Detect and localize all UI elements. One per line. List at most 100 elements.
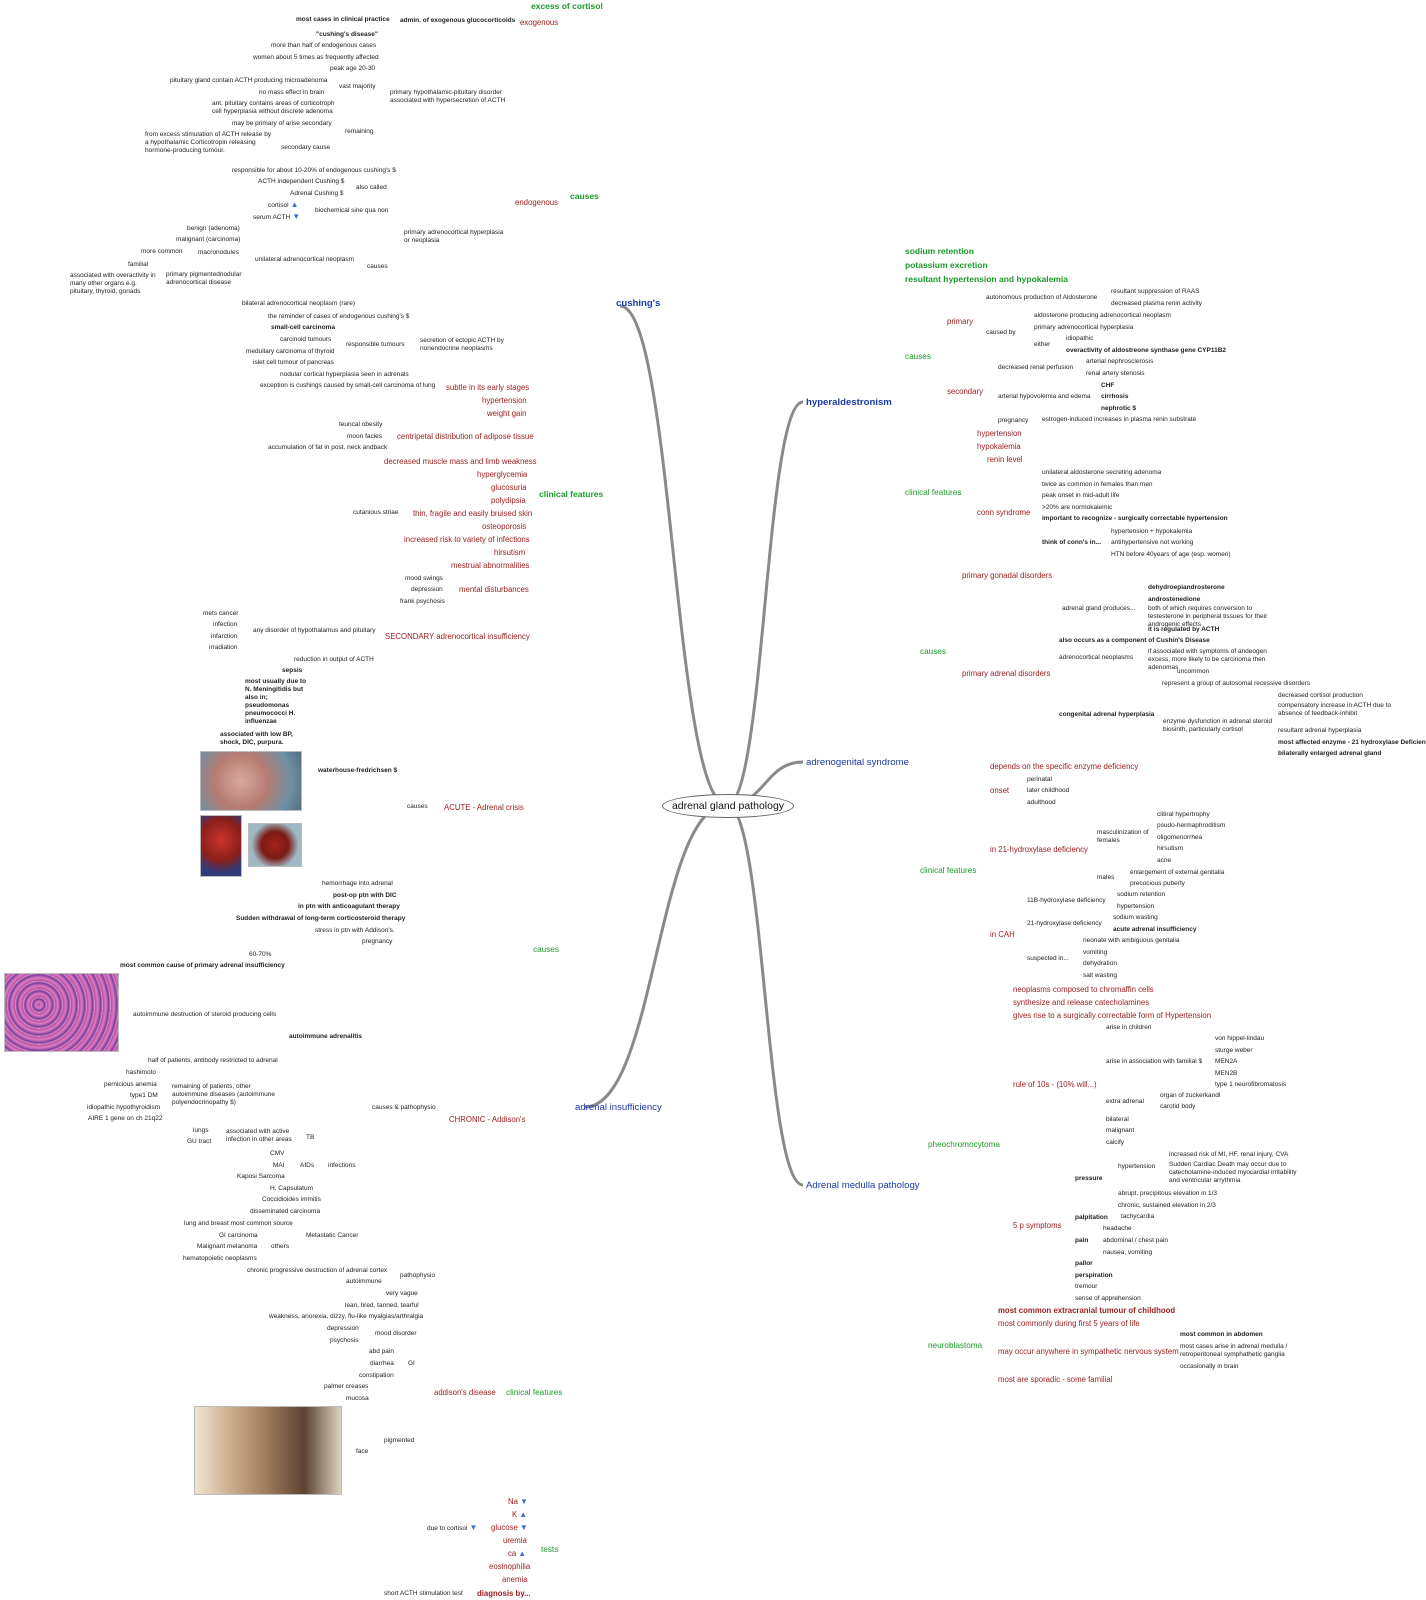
node-others[interactable]: others <box>271 1243 290 1250</box>
node-ppn[interactable]: primary pigmentednodular adrenocortical … <box>166 271 242 286</box>
node-acp[interactable]: abdominal / chest pain <box>1103 1237 1169 1244</box>
node-cah[interactable]: congenital adrenal hyperplasia <box>1059 711 1155 718</box>
node-psh[interactable]: psudo-hermaphroditism <box>1157 822 1226 829</box>
node-lc[interactable]: later childhood <box>1027 787 1070 794</box>
node-acne[interactable]: acne <box>1157 857 1172 864</box>
node-iaw[interactable]: if associated with symptoms of andeogen … <box>1148 648 1267 671</box>
node-aais[interactable]: acute adrenal insufficiency <box>1113 926 1197 933</box>
node-potx[interactable]: potassium excretion <box>905 260 988 270</box>
node-malg[interactable]: malignant <box>1106 1127 1135 1134</box>
node-p20[interactable]: >20% are normokalemic <box>1042 504 1113 511</box>
node-na[interactable]: Na▼ <box>508 1497 528 1506</box>
node-hyp5[interactable]: hypertension <box>1118 1163 1156 1170</box>
node-wa[interactable]: women about 5 times as frequently affect… <box>253 54 379 61</box>
node-tach[interactable]: tachycardia <box>1121 1213 1155 1220</box>
node-preg1[interactable]: pregnancy <box>362 938 393 945</box>
node-anem[interactable]: anemia <box>502 1575 528 1584</box>
node-t1[interactable]: type1 DM <box>130 1092 158 1099</box>
node-cd2[interactable]: centripetal distribution of adipose tiss… <box>397 432 534 441</box>
node-mt[interactable]: more than half of endogenous cases <box>271 42 377 49</box>
node-palm[interactable]: palmer creases <box>324 1383 369 1390</box>
node-p5[interactable]: 5 p symptoms <box>1013 1221 1062 1230</box>
node-glu[interactable]: glucose▼ <box>491 1523 528 1532</box>
node-unc[interactable]: uncommon <box>1177 668 1210 675</box>
node-r10[interactable]: rule of 10s - (10% will...) <box>1013 1080 1097 1089</box>
node-excess[interactable]: excess of cortisol <box>531 1 603 11</box>
node-deh[interactable]: dehydration <box>1083 960 1117 967</box>
node-susp[interactable]: suspected in... <box>1027 955 1069 962</box>
node-cap[interactable]: causes & pathophysio <box>372 1104 436 1111</box>
node-nch[interactable]: nodular cortical hyperplasia seen in adr… <box>280 371 409 378</box>
node-iirb[interactable]: it is regulated by ACTH <box>1148 626 1220 633</box>
node-sia[interactable]: stress in ptn with Addison's. <box>315 927 395 934</box>
node-afat[interactable]: accumulation of fat in post. neck andbac… <box>268 444 388 451</box>
node-ur[interactable]: uremia <box>503 1536 527 1545</box>
node-metc[interactable]: mets cancer <box>203 610 239 617</box>
node-ks[interactable]: Kaposi Sarcoma <box>237 1173 285 1180</box>
node-macro[interactable]: macronodules <box>198 249 239 256</box>
node-sepsis[interactable]: sepsis <box>282 667 303 674</box>
node-lungs[interactable]: lungs <box>193 1127 209 1134</box>
node-prim[interactable]: primary <box>947 317 973 326</box>
node-hyp4[interactable]: hypertension <box>1117 903 1155 910</box>
node-hirs[interactable]: hirsutism <box>494 548 526 557</box>
central-topic[interactable]: adrenal gland pathology <box>662 794 794 818</box>
node-pgd[interactable]: primary gonadal disorders <box>962 571 1053 580</box>
node-ms[interactable]: mood swings <box>405 575 443 582</box>
node-mas[interactable]: most are sporadic - some familial <box>998 1375 1113 1384</box>
node-tfb[interactable]: thin, fragile and easily bruised skin <box>413 509 533 518</box>
node-awa[interactable]: associated with active infection in othe… <box>226 1128 292 1143</box>
node-ban[interactable]: bilateral adrenocortical neoplasm (rare) <box>242 300 356 307</box>
node-cb[interactable]: carotid body <box>1160 1103 1196 1110</box>
node-hgly[interactable]: hyperglycemia <box>477 470 528 479</box>
node-trc[interactable]: the reminder of cases of endogenous cush… <box>268 313 410 320</box>
node-cushing[interactable]: cushing's <box>616 298 661 309</box>
node-inf[interactable]: infection <box>213 621 238 628</box>
node-mostcases[interactable]: most cases in clinical practice <box>296 16 390 23</box>
node-cse[interactable]: chronic, sustained elevation in 2/3 <box>1118 1202 1216 1209</box>
node-sec[interactable]: SECONDARY adrenocortical insufficiency <box>385 632 530 641</box>
node-const[interactable]: constipation <box>359 1372 394 1379</box>
node-gic[interactable]: GI carcinoma <box>219 1232 258 1239</box>
node-extra[interactable]: extra adrenal <box>1106 1098 1144 1105</box>
node-autoi[interactable]: autoimmune <box>346 1278 382 1285</box>
node-iri[interactable]: increased risk to variety of infections <box>404 535 530 544</box>
node-hypok[interactable]: hypokalemia <box>977 442 1021 451</box>
node-mcdf[interactable]: most commonly during first 5 years of li… <box>998 1319 1140 1328</box>
node-wfs[interactable]: waterhouse-fredrichsen $ <box>318 767 398 774</box>
node-mao[interactable]: may occur anywhere in sympathetic nervou… <box>998 1347 1179 1356</box>
node-rhh[interactable]: resultant hypertension and hypokalemia <box>905 274 1068 284</box>
node-pad[interactable]: primary adrenal disorders <box>962 669 1051 678</box>
node-i21[interactable]: in 21-hydroxylase deficiency <box>990 845 1088 854</box>
node-src[interactable]: synthesize and release catecholamines <box>1013 998 1150 1007</box>
node-anw[interactable]: antihypertensive not working <box>1111 539 1194 546</box>
node-fes[interactable]: from excess stimulation of ACTH release … <box>145 131 272 154</box>
node-mud[interactable]: most usually due to N. Meningitidis but … <box>245 678 307 725</box>
node-ppd[interactable]: primary hypothalamic-pituitary disorder … <box>390 89 506 104</box>
node-toc[interactable]: think of conn's in... <box>1042 539 1101 546</box>
node-pa[interactable]: peak age 20-30 <box>330 65 376 72</box>
node-endogenous[interactable]: endogenous <box>515 198 558 207</box>
node-causes1b[interactable]: causes <box>367 263 388 270</box>
node-sr2[interactable]: sodium retention <box>1117 891 1166 898</box>
node-sodr[interactable]: sodium retention <box>905 246 974 256</box>
node-hash[interactable]: hashimoto <box>126 1069 156 1076</box>
node-ape[interactable]: abrupt, precipitous elevation in 1/3 <box>1118 1190 1218 1197</box>
node-bsq[interactable]: biochemical sine qua non <box>315 207 389 214</box>
node-dpra[interactable]: decreased plasma renin activity <box>1111 300 1203 307</box>
node-ai[interactable]: adrenal insufficiency <box>575 1102 662 1113</box>
node-adc[interactable]: Adrenal Cushing $ <box>290 190 344 197</box>
node-addd[interactable]: addison's disease <box>434 1388 496 1397</box>
node-muc[interactable]: mucosa <box>346 1395 369 1402</box>
node-bea[interactable]: bilaterally enlarged adrenal gland <box>1278 750 1382 757</box>
node-cirr[interactable]: cirrhosis <box>1101 393 1129 400</box>
node-aic[interactable]: ACTH independent Cushing $ <box>258 178 345 185</box>
node-infs[interactable]: infections <box>328 1162 356 1169</box>
node-causes2b[interactable]: causes <box>407 803 428 810</box>
node-palp[interactable]: palpitation <box>1075 1214 1108 1221</box>
node-hia[interactable]: hemorrhage into adrenal <box>322 880 393 887</box>
node-dmm[interactable]: decreased muscle mass and limb weakness <box>384 457 537 466</box>
node-rl[interactable]: renin level <box>987 455 1023 464</box>
node-mbp[interactable]: may be primary of arise secondary <box>232 120 332 127</box>
node-pah[interactable]: primary adrenocortical hyperplasia or ne… <box>404 229 504 244</box>
